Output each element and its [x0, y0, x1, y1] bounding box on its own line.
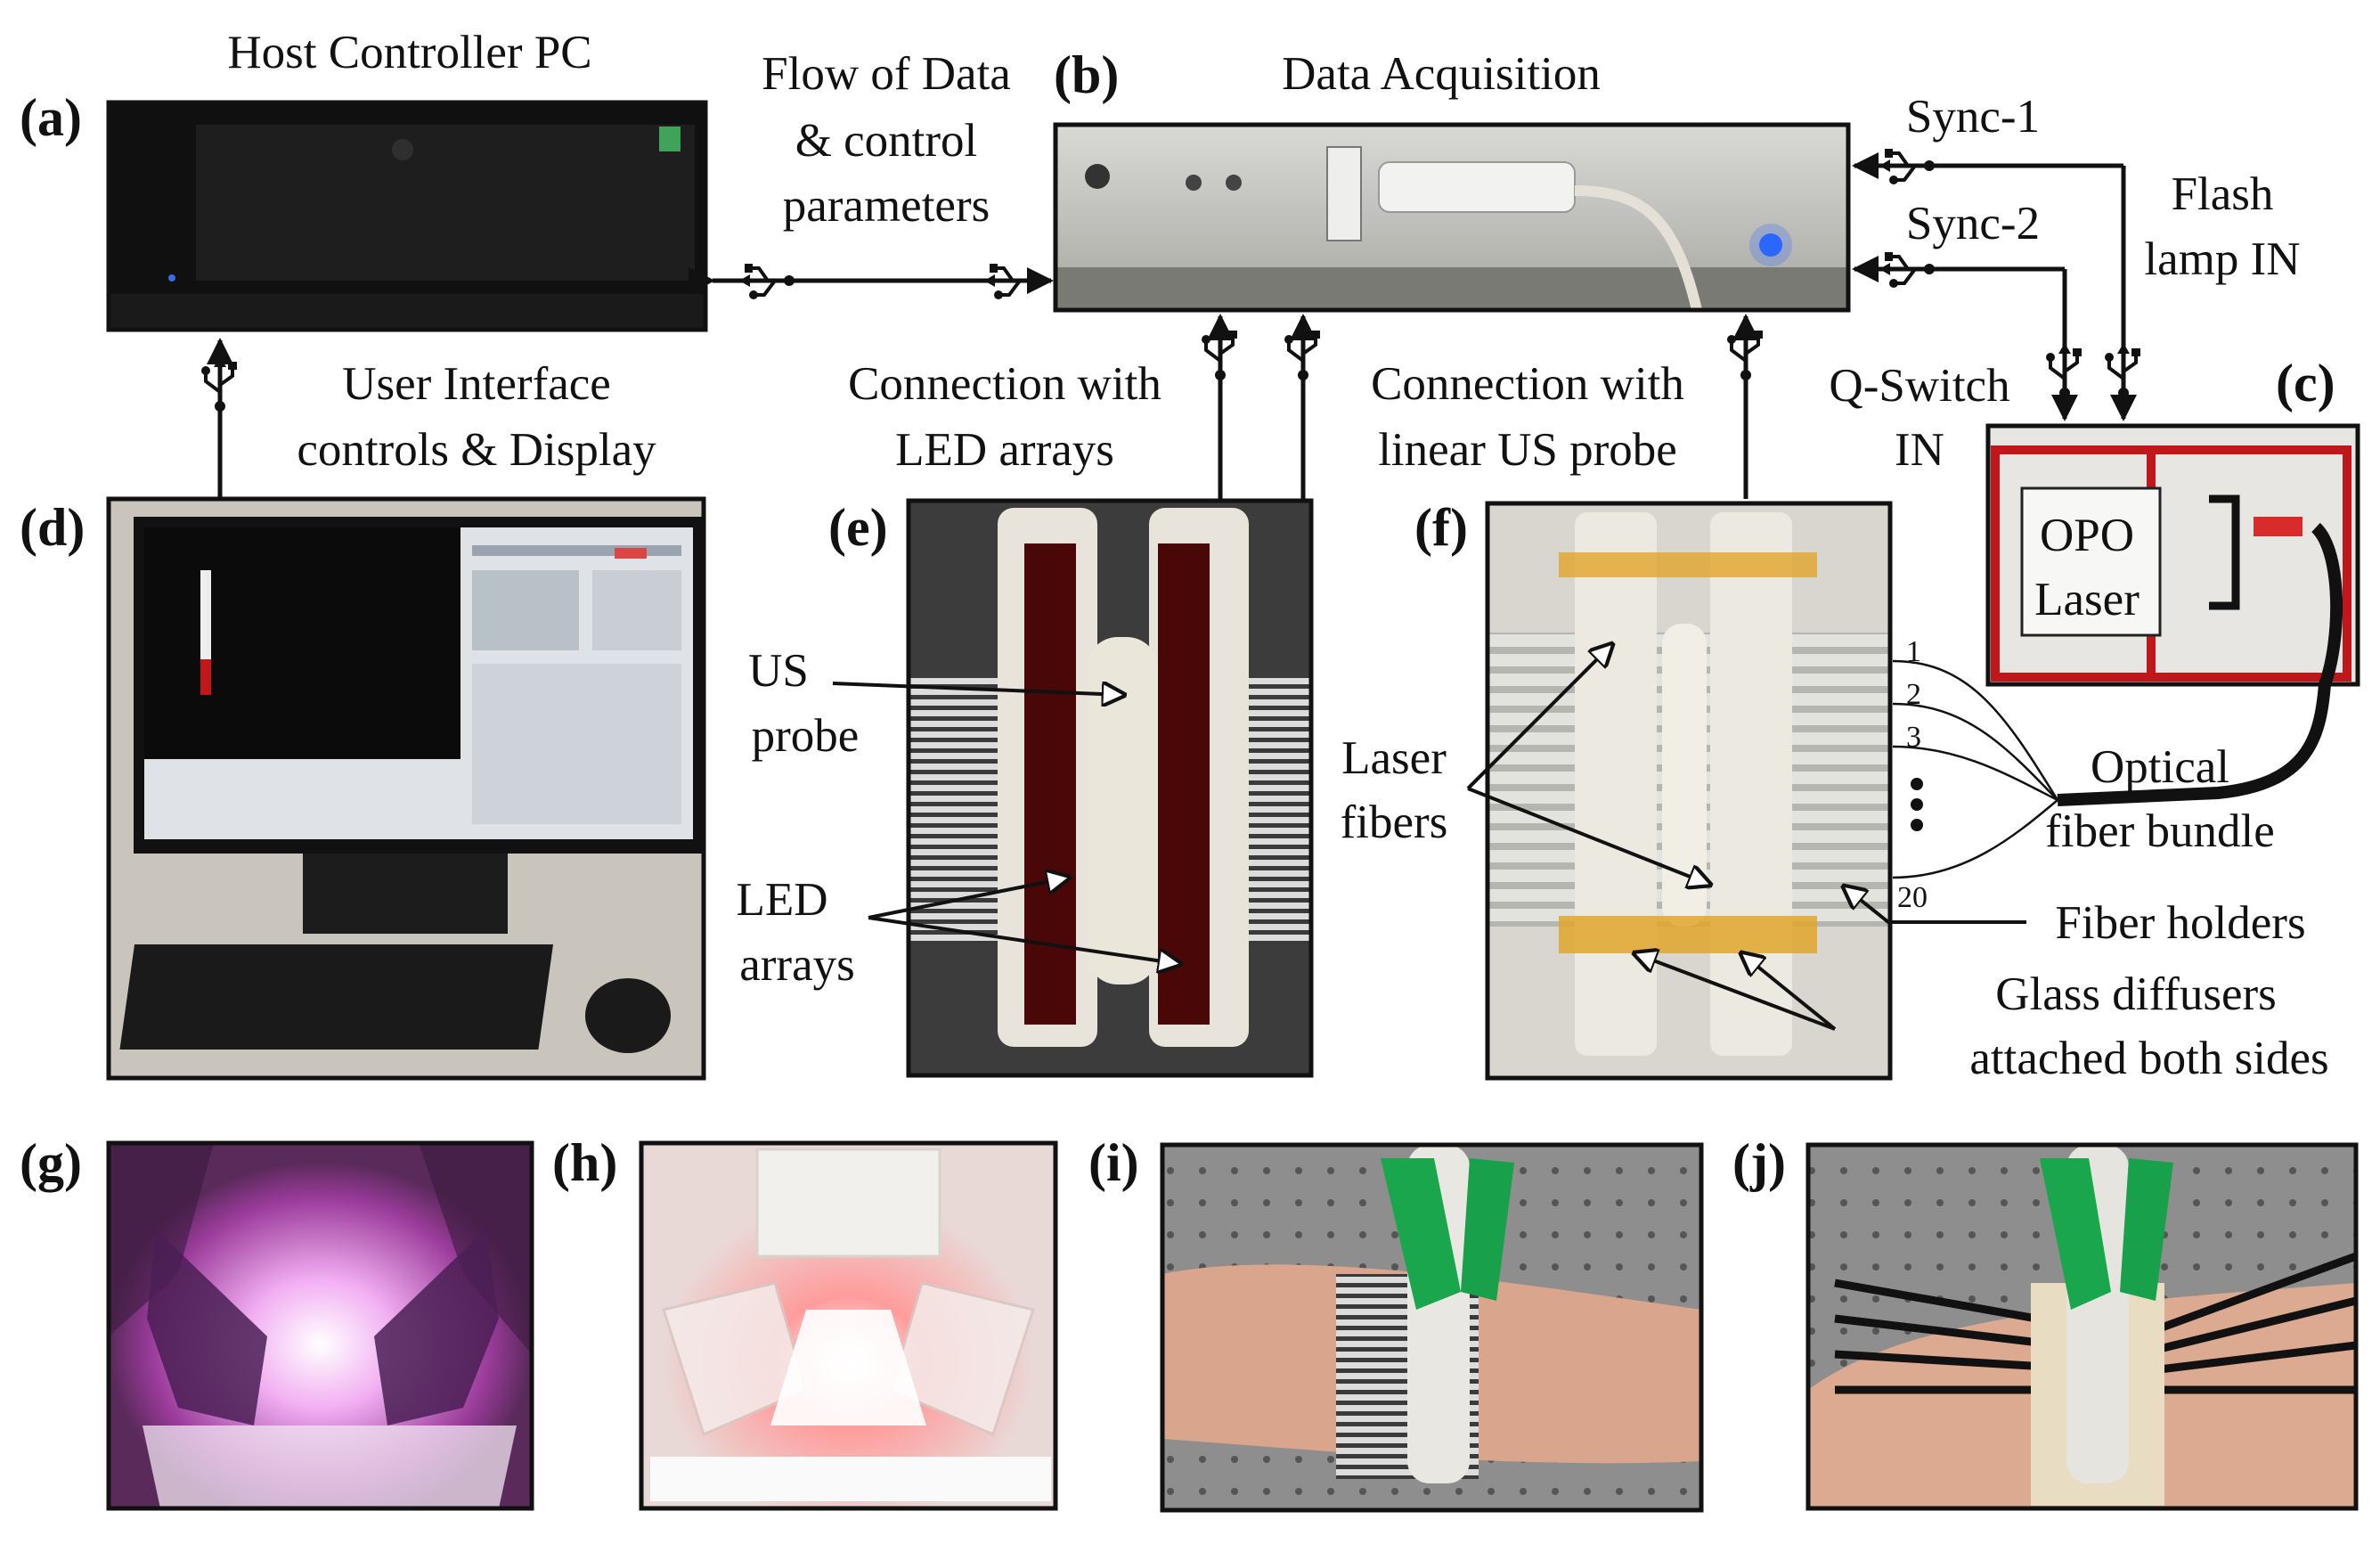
- led-arrays-label-line2: arrays: [739, 939, 854, 991]
- host-pc-photo: [106, 100, 708, 332]
- flash-label-line2: lamp IN: [2144, 233, 2300, 285]
- ui-label-line2: controls & Display: [297, 424, 656, 476]
- led-array-pointer-1: [868, 878, 1069, 919]
- us-probe-label-line1: US: [748, 645, 809, 697]
- photo-j-wrist-laser-probe: [1805, 1142, 2359, 1511]
- pc-daq-link: [689, 262, 1054, 301]
- daq-photo: [1053, 122, 1851, 313]
- fiber-number-2: 2: [1906, 678, 1921, 711]
- led-connection-label-line1: Connection with: [848, 358, 1161, 410]
- fiber-number-3: 3: [1906, 721, 1921, 754]
- panel-label-d: (d): [20, 498, 85, 557]
- flow-label-line3: parameters: [783, 180, 990, 232]
- glass-diffuser-pointer-2: [1741, 953, 1837, 1031]
- panel-label-c: (c): [2276, 354, 2335, 413]
- panel-label-f: (f): [1414, 498, 1468, 557]
- fiber-fan-lines: [1892, 659, 2059, 879]
- optical-label-line2: fiber bundle: [2045, 805, 2275, 857]
- led-arrays-label-line1: LED: [736, 874, 827, 926]
- sync-lines: [1852, 147, 2142, 421]
- panel-label-b: (b): [1054, 45, 1119, 104]
- host-pc-label: Host Controller PC: [227, 27, 591, 78]
- daq-label: Data Acquisition: [1282, 48, 1601, 100]
- sync1-label: Sync-1: [1906, 91, 2040, 143]
- panel-label-h: (h): [552, 1133, 617, 1192]
- optical-label-line1: Optical: [2091, 741, 2229, 793]
- glass-diffusers-label-line1: Glass diffusers: [1995, 968, 2277, 1020]
- laser-fibers-label-line1: Laser: [1341, 732, 1447, 784]
- us-connection-label-line1: Connection with: [1371, 358, 1684, 410]
- optical-fiber-bundle-cable: [2057, 683, 2331, 806]
- glass-diffusers-label-line2: attached both sides: [1969, 1033, 2328, 1084]
- panel-label-e: (e): [828, 498, 888, 557]
- glass-diffuser-pointer-1: [1634, 953, 1836, 1031]
- fiber-holders-pointer: [1844, 886, 2026, 924]
- photo-i-wrist-led-probe: [1160, 1142, 1704, 1513]
- fiber-number-1: 1: [1906, 635, 1921, 668]
- panel-label-g: (g): [20, 1133, 82, 1192]
- opo-laser-photo: [1985, 423, 2360, 687]
- led-connection-label-line2: LED arrays: [895, 424, 1114, 476]
- led-link-lines: [1200, 314, 1322, 499]
- qswitch-label-line1: Q-Switch: [1829, 360, 2009, 412]
- laser-probe-photo: [1485, 501, 1893, 1081]
- qswitch-label-line2: IN: [1895, 424, 1944, 476]
- flow-label-line1: Flow of Data: [762, 48, 1011, 100]
- ui-label-line1: User Interface: [342, 358, 611, 410]
- led-probe-photo: [906, 498, 1314, 1078]
- led-array-pointer-2: [868, 916, 1180, 964]
- us-probe-label-line2: probe: [752, 710, 860, 762]
- laser-fiber-pointer-1: [1466, 644, 1612, 790]
- photo-g-magenta-illumination: [106, 1140, 534, 1511]
- opo-label-line1: OPO: [2040, 510, 2134, 561]
- us-probe-pointer: [832, 682, 1124, 695]
- flash-label-line1: Flash: [2172, 168, 2274, 220]
- us-connection-label-line2: linear US probe: [1378, 424, 1677, 476]
- fiber-holders-label: Fiber holders: [2055, 897, 2305, 949]
- display-photo: [106, 496, 706, 1081]
- panel-label-i: (i): [1088, 1133, 1139, 1192]
- photo-h-red-illumination: [639, 1140, 1058, 1511]
- laser-fiber-pointer-2: [1467, 787, 1710, 885]
- laser-fibers-label-line2: fibers: [1341, 797, 1448, 848]
- sync2-label: Sync-2: [1906, 198, 2040, 249]
- panel-label-j: (j): [1732, 1133, 1786, 1192]
- opo-label-line2: Laser: [2034, 574, 2140, 625]
- fiber-number-20: 20: [1897, 881, 1928, 914]
- panel-label-a: (a): [20, 88, 82, 147]
- flow-label-line2: & control: [795, 115, 978, 167]
